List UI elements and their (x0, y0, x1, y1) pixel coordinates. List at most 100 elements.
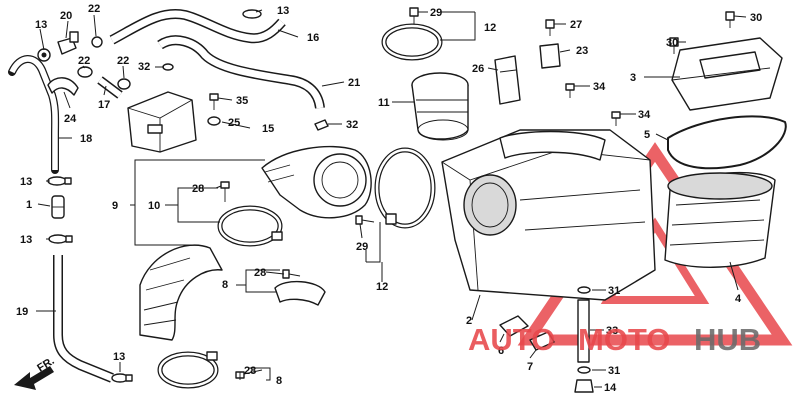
fitting-20 (57, 31, 79, 55)
callout-9: 9 (112, 200, 118, 212)
callout-5: 5 (644, 129, 650, 141)
callout-32-a: 32 (138, 61, 150, 73)
callout-28-b: 28 (254, 267, 266, 279)
hose-21 (157, 35, 325, 109)
callout-6: 6 (498, 345, 504, 357)
screw-27 (545, 19, 555, 36)
clip-26 (494, 55, 521, 105)
callout-13-a: 13 (35, 19, 47, 31)
air-cleaner-case-2 (441, 129, 656, 301)
callout-22-c: 22 (117, 55, 129, 67)
screw-34-a (565, 83, 575, 98)
screw-28-mid (282, 269, 301, 279)
callout-23: 23 (576, 45, 588, 57)
callout-28-c: 28 (244, 365, 256, 377)
callout-8-b: 8 (276, 375, 282, 387)
joint-1 (51, 195, 65, 219)
callout-16: 16 (307, 32, 319, 44)
callout-34-a: 34 (593, 81, 606, 93)
callout-33: 33 (606, 325, 618, 337)
callout-17: 17 (98, 99, 110, 111)
callout-25: 25 (228, 117, 240, 129)
clamp-8-mid (274, 281, 326, 306)
o-ring-31-bottom (577, 366, 591, 374)
callout-12-a: 12 (484, 22, 496, 34)
band-12-bottom (374, 147, 436, 229)
plug-14 (574, 379, 594, 393)
callout-14: 14 (604, 382, 617, 394)
leader-lines (36, 9, 747, 388)
callout-28-a: 28 (192, 183, 204, 195)
front-arrow-icon: FR. (14, 355, 57, 390)
callout-19: 19 (16, 306, 28, 318)
cover-3 (671, 37, 783, 111)
callout-29-b: 29 (356, 241, 368, 253)
callout-13-e: 13 (277, 5, 289, 17)
callout-8-a: 8 (222, 279, 228, 291)
screw-30-a (725, 11, 735, 28)
callout-32-b: 32 (346, 119, 358, 131)
callout-11: 11 (378, 97, 390, 109)
callout-13-d: 13 (113, 351, 125, 363)
clamp-13-small (37, 48, 51, 62)
clamp-22-b (77, 66, 93, 78)
callout-15: 15 (262, 123, 274, 135)
callout-22-a: 22 (88, 3, 100, 15)
clip-32-a (162, 63, 174, 71)
callout-20: 20 (60, 10, 72, 22)
callout-35: 35 (236, 95, 248, 107)
callout-12-b: 12 (376, 281, 388, 293)
callout-31-a: 31 (608, 285, 620, 297)
screw-29-top (409, 7, 419, 24)
bolt-35 (209, 93, 219, 110)
callout-18: 18 (80, 133, 92, 145)
bracket-23 (539, 43, 561, 69)
filter-element-4 (664, 171, 776, 268)
callout-26: 26 (472, 63, 484, 75)
o-ring-31-top (577, 286, 591, 294)
screw-34-b (611, 111, 621, 126)
callout-21: 21 (348, 77, 360, 89)
joint-boot-10 (139, 244, 223, 341)
callout-4: 4 (735, 293, 742, 305)
callout-31-b: 31 (608, 365, 620, 377)
clamp-22-a (91, 36, 103, 48)
callout-27: 27 (570, 19, 582, 31)
clamp-13-top (47, 176, 72, 186)
grommet-25 (207, 116, 221, 126)
tube-19 (53, 255, 114, 383)
screw-28-top (220, 181, 230, 202)
screw-29-bottom (355, 215, 375, 225)
callout-13-c: 13 (20, 234, 32, 246)
callout-29-a: 29 (430, 7, 442, 19)
callout-2: 2 (466, 315, 472, 327)
intake-duct-9 (261, 145, 372, 219)
callout-7: 7 (527, 361, 533, 373)
callout-30-b: 30 (666, 37, 678, 49)
watermark-hub: HUB (694, 322, 761, 357)
clip-7 (529, 331, 555, 351)
clamp-13-bottom (111, 373, 133, 383)
watermark-text: AUTO MOTO HUB (468, 322, 761, 357)
callout-24: 24 (64, 113, 77, 125)
watermark-auto: AUTO (468, 322, 555, 357)
band-12-top (381, 23, 443, 61)
callout-3: 3 (630, 72, 636, 84)
hose-16 (109, 9, 286, 45)
clamp-22-c (117, 78, 131, 90)
clip-6 (499, 315, 529, 337)
callout-30-a: 30 (750, 12, 762, 24)
hose-17 (97, 76, 123, 99)
clip-24 (47, 77, 79, 96)
hose-18 (8, 55, 60, 174)
callout-labels: 13 20 22 22 22 32 17 24 18 13 1 13 19 13… (16, 3, 762, 394)
callout-10: 10 (148, 200, 160, 212)
watermark-moto: MOTO (578, 322, 670, 357)
connecting-tube-11 (411, 72, 469, 141)
breather-tank-15 (127, 91, 197, 153)
clamp-8-bottom (157, 351, 219, 389)
screw-28-bottom (235, 371, 245, 380)
callout-34-b: 34 (638, 109, 651, 121)
callout-22-b: 22 (78, 55, 90, 67)
